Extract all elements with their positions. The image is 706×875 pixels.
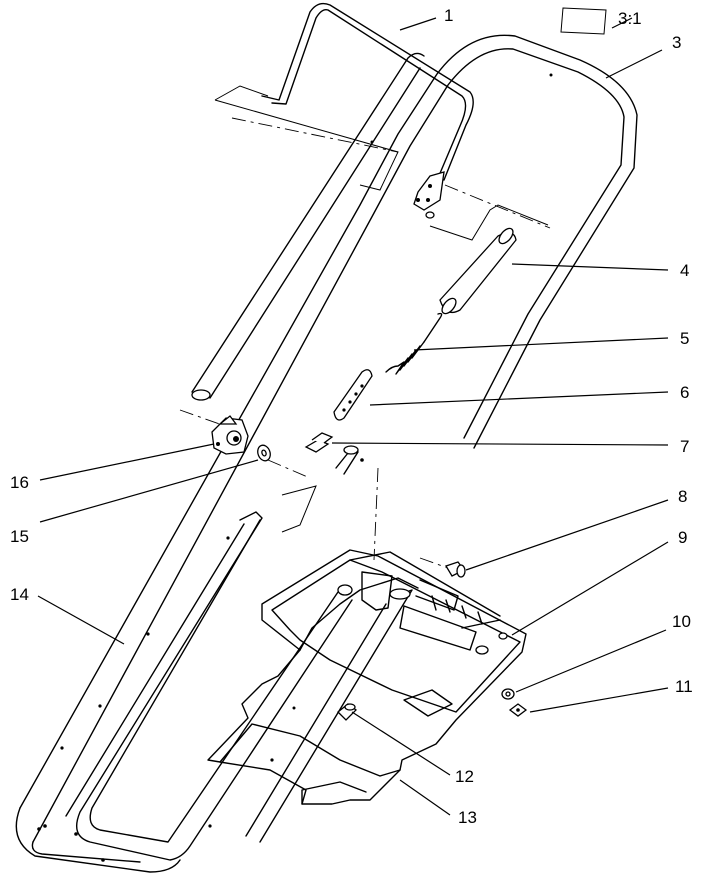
scale-note-label: 3:1	[618, 9, 642, 28]
lower-handle	[60, 511, 353, 861]
main-handle	[15, 34, 638, 873]
bushing	[337, 703, 357, 721]
control-bail	[261, 2, 474, 219]
latch-clip	[304, 432, 334, 453]
nut-washer	[501, 688, 528, 717]
handle-bracket	[211, 415, 249, 455]
upper-left-tube	[191, 52, 425, 401]
callout-14: 14	[10, 585, 29, 604]
scale-note: 3:1	[560, 7, 642, 35]
bolt	[445, 561, 466, 578]
frame-tube	[245, 588, 501, 843]
lower-tube-stub	[335, 445, 364, 475]
callout-labels: 1 3 4 5 6 7 8 9 10 11 12 13 14 15 16	[10, 6, 693, 827]
grip-sleeve	[439, 227, 517, 315]
callout-3: 3	[672, 33, 681, 52]
callout-11: 11	[675, 677, 693, 696]
callout-9: 9	[678, 528, 687, 547]
assembly-centerlines	[179, 85, 551, 569]
callout-16: 16	[10, 473, 29, 492]
callout-12: 12	[455, 767, 474, 786]
callout-15: 15	[10, 527, 29, 546]
spring	[385, 312, 443, 375]
washer	[257, 444, 271, 462]
adjuster-plate	[333, 369, 373, 421]
callout-6: 6	[680, 383, 689, 402]
callout-4: 4	[680, 261, 689, 280]
callout-1: 1	[444, 6, 453, 25]
callout-10: 10	[672, 612, 691, 631]
leader-lines	[37, 17, 669, 816]
callout-8: 8	[678, 487, 687, 506]
mount-frame	[207, 549, 527, 805]
callout-5: 5	[680, 329, 689, 348]
callout-13: 13	[458, 808, 477, 827]
callout-7: 7	[680, 437, 689, 456]
